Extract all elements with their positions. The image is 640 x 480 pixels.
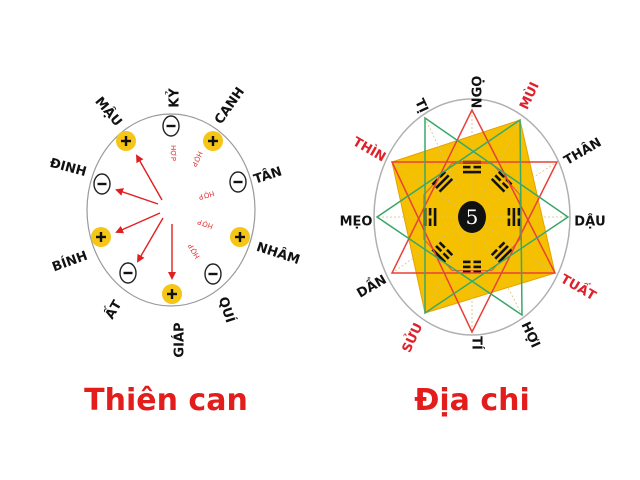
stem-label: ĐINH — [48, 156, 88, 180]
stem-9: QUÍ — [204, 263, 238, 325]
branch-label: TUẤT — [558, 269, 600, 304]
trigram-bottom-right — [490, 241, 513, 264]
triangles — [375, 108, 570, 334]
stem-label: GIÁP — [172, 322, 188, 357]
branch-label: MÙI — [516, 80, 542, 112]
hop-label: HỢP — [196, 217, 214, 230]
stem-8: NHÂM — [230, 227, 302, 268]
stem-0: GIÁP — [162, 284, 188, 358]
green-triangle — [375, 118, 523, 317]
stem-1: ẤT — [100, 262, 137, 322]
stem-label: KỶ — [166, 88, 183, 108]
center-number: 5 — [466, 205, 479, 229]
thien-can-arrows — [115, 154, 176, 280]
arrow-to-bính — [115, 212, 161, 234]
hop-label: HỢP — [198, 189, 215, 201]
trigram-bottom — [463, 260, 481, 274]
red-triangle — [390, 161, 559, 334]
trigram-top-left — [431, 170, 454, 193]
stem-label: TÂN — [252, 163, 284, 187]
arrow-to-ất — [136, 217, 164, 263]
branch-label: THÌN — [350, 134, 389, 166]
dia-chi-circle — [373, 98, 571, 336]
green-triangle — [424, 116, 570, 315]
branch-label: THÂN — [561, 134, 604, 168]
stem-7: TÂN — [229, 163, 284, 193]
trigrams — [423, 160, 521, 274]
stem-4: MẬU — [91, 94, 136, 151]
hop-label: HỢP — [169, 145, 177, 161]
stem-label: NHÂM — [254, 239, 302, 268]
stem-5: KỶ — [162, 88, 183, 137]
stem-3: ĐINH — [48, 156, 111, 195]
thien-can-diagram: HỢP HỢP HỢP HỢP HỢP GIÁP ẤT BÍNH ĐINH MẬU KỶ CANH T… — [48, 85, 302, 418]
stem-label: CANH — [212, 85, 248, 127]
stem-2: BÍNH — [50, 227, 111, 275]
thien-can-hop-labels: HỢP HỢP HỢP HỢP HỢP — [169, 145, 215, 260]
branch-label: SỬU — [398, 320, 426, 355]
stem-label: ẤT — [100, 296, 125, 322]
branch-label: MẸO — [340, 215, 373, 230]
stem-label: BÍNH — [50, 248, 90, 276]
arrow-to-mậu — [136, 154, 163, 201]
branch-label: NGỌ — [471, 76, 486, 109]
stem-6: CANH — [203, 85, 248, 151]
arrow-to-đinh — [115, 188, 159, 205]
trigram-top-right — [490, 170, 513, 193]
thien-can-circle — [86, 113, 256, 307]
center-number-badge: 5 — [458, 201, 486, 233]
branch-label: HỢI — [517, 320, 542, 351]
red-triangle — [390, 108, 557, 274]
hop-label: HỢP — [187, 242, 202, 260]
dia-chi-title: Địa chi — [414, 383, 530, 418]
branch-label: DẬU — [574, 214, 605, 230]
stem-label: QUÍ — [215, 295, 238, 325]
thien-can-title: Thiên can — [84, 383, 248, 418]
branch-label: TÍ — [469, 336, 485, 350]
branch-label: DẦN — [353, 270, 389, 301]
branch-label: TỊ — [411, 97, 430, 116]
hop-label: HỢP — [190, 150, 204, 168]
thien-can-stems: GIÁP ẤT BÍNH ĐINH MẬU KỶ CANH TÂN NHÂM QUÍ — [48, 85, 302, 358]
dia-chi-spokes — [377, 110, 568, 332]
trigram-right — [507, 208, 521, 226]
stem-label: MẬU — [91, 94, 125, 130]
